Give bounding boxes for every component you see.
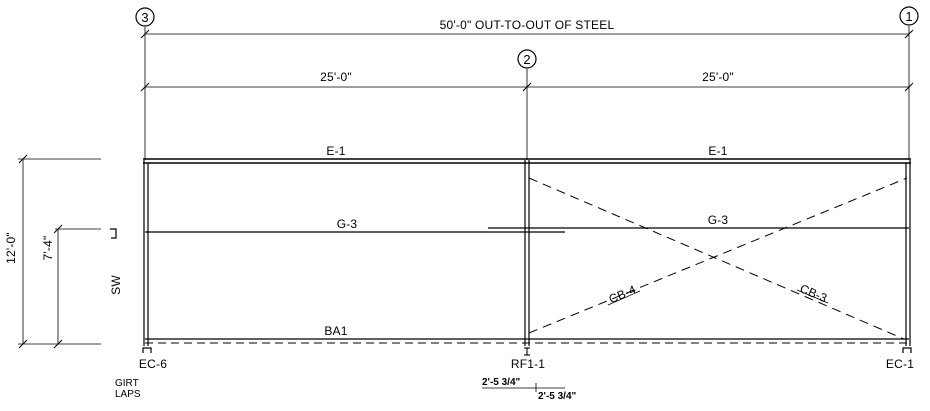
- girt-label-right: G-3: [708, 213, 729, 227]
- overall-dimension: 50'-0" OUT-TO-OUT OF STEEL: [140, 18, 914, 39]
- girt-lap-a: 2'-5 3/4": [482, 377, 521, 388]
- eave-label-left: E-1: [326, 144, 345, 158]
- base-angle: [145, 338, 909, 344]
- grid-extension-lines: [144, 26, 910, 160]
- grid-bubble-3: 3: [135, 7, 155, 27]
- wall-label-sw: SW: [109, 275, 123, 295]
- bay-dimensions: 25'-0" 25'-0": [140, 70, 914, 92]
- girt-lap-dimensions: 2'-5 3/4" 2'-5 3/4": [482, 377, 577, 402]
- column-label-left: EC-6: [139, 357, 167, 371]
- bay-dimension-left: 25'-0": [320, 70, 352, 84]
- cross-bracing: [528, 177, 908, 340]
- girt-label-left: G-3: [337, 217, 358, 231]
- girt-height-dimension: 7'-4": [41, 224, 101, 349]
- column-symbol-right: [902, 347, 912, 353]
- base-angle-label: BA1: [324, 324, 347, 338]
- girt-laps-title-line2: LAPS: [115, 389, 141, 400]
- columns: [143, 160, 911, 346]
- column-label-middle: RF1-1: [511, 357, 545, 371]
- eave-strut: [143, 158, 911, 164]
- girt-lap-b: 2'-5 3/4": [538, 391, 577, 402]
- grid-label-1: 1: [905, 9, 912, 24]
- eave-height-dimension: 12'-0": [4, 154, 101, 349]
- grid-bubble-1: 1: [899, 6, 919, 26]
- overall-dimension-label: 50'-0" OUT-TO-OUT OF STEEL: [440, 18, 615, 32]
- girt-height-label: 7'-4": [41, 236, 55, 261]
- grid-label-3: 3: [141, 10, 148, 25]
- column-symbol-middle: [524, 347, 530, 356]
- grid-label-2: 2: [523, 52, 530, 67]
- brace-label-cb4-underline: [607, 290, 641, 306]
- brace-label-cb4: CB-4: [607, 282, 638, 306]
- column-symbol-left: [142, 347, 152, 353]
- brace-label-cb3-underline: [796, 289, 829, 304]
- column-label-right: EC-1: [886, 357, 914, 371]
- grid-bubble-2: 2: [517, 49, 537, 69]
- eave-label-right: E-1: [708, 144, 727, 158]
- bay-dimension-right: 25'-0": [702, 70, 734, 84]
- eave-height-label: 12'-0": [4, 232, 18, 264]
- girt-laps-title-line1: GIRT: [115, 378, 139, 389]
- girt-profile-symbol: [110, 228, 117, 239]
